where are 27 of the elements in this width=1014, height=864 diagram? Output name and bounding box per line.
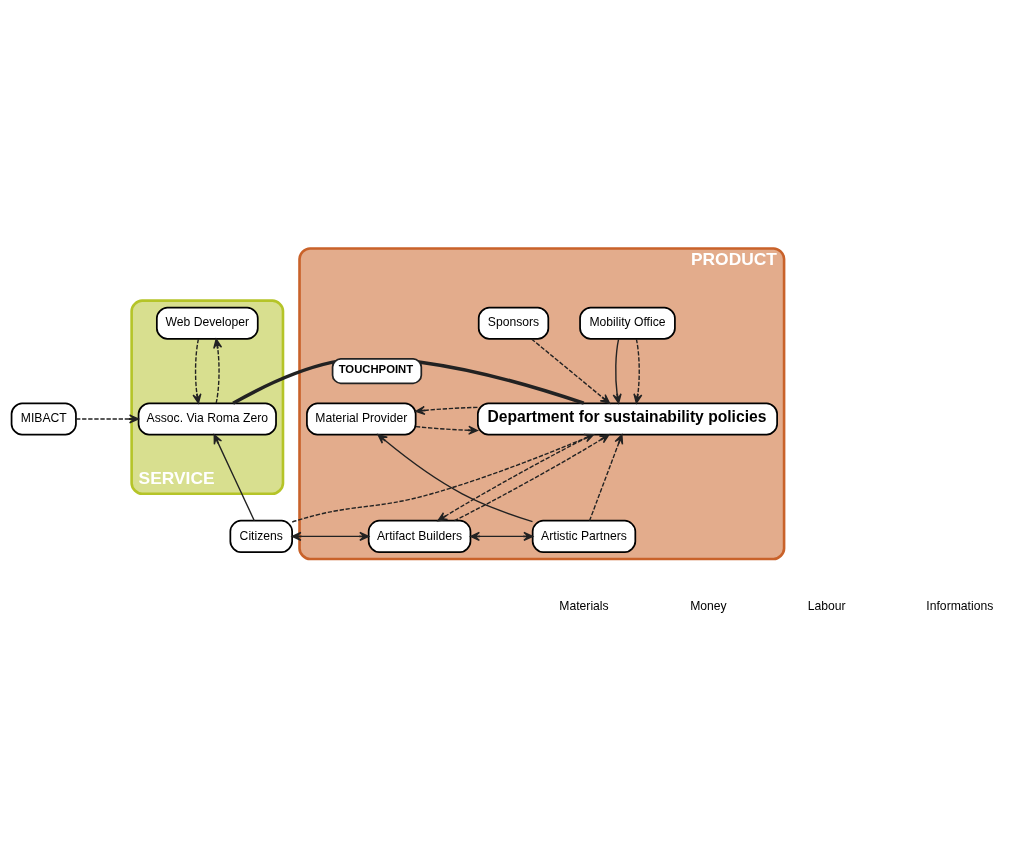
label: Labour (807, 599, 846, 614)
arrow (612, 338, 622, 404)
node-box: Department for sustainability policies (477, 402, 778, 436)
label: Informations (926, 599, 994, 614)
edge-label: TOUCHPOINT (338, 363, 414, 376)
node-box: Web Developer (155, 306, 259, 340)
node-box: Artistic Partners (531, 519, 637, 553)
arrow (377, 433, 534, 523)
node-box: Assoc. Via Roma Zero (137, 402, 277, 436)
arrow (415, 425, 479, 435)
arrow (633, 338, 643, 404)
node-box: Mobility Office (579, 306, 676, 340)
arrow (213, 338, 223, 404)
node-box: MIBACT (10, 402, 77, 436)
node-box: Sponsors (477, 306, 550, 340)
node-box: Artifact Builders (367, 519, 472, 553)
label: Materials (559, 599, 609, 614)
arrow (469, 531, 534, 541)
node-box: Material Provider (306, 402, 417, 436)
arrow (530, 338, 611, 404)
label: Money (690, 599, 727, 614)
arrow (415, 405, 479, 416)
arrow (75, 414, 139, 424)
arrow (588, 434, 624, 522)
arrow (291, 531, 370, 541)
node-box: Citizens (229, 519, 293, 553)
arrow (192, 338, 202, 404)
